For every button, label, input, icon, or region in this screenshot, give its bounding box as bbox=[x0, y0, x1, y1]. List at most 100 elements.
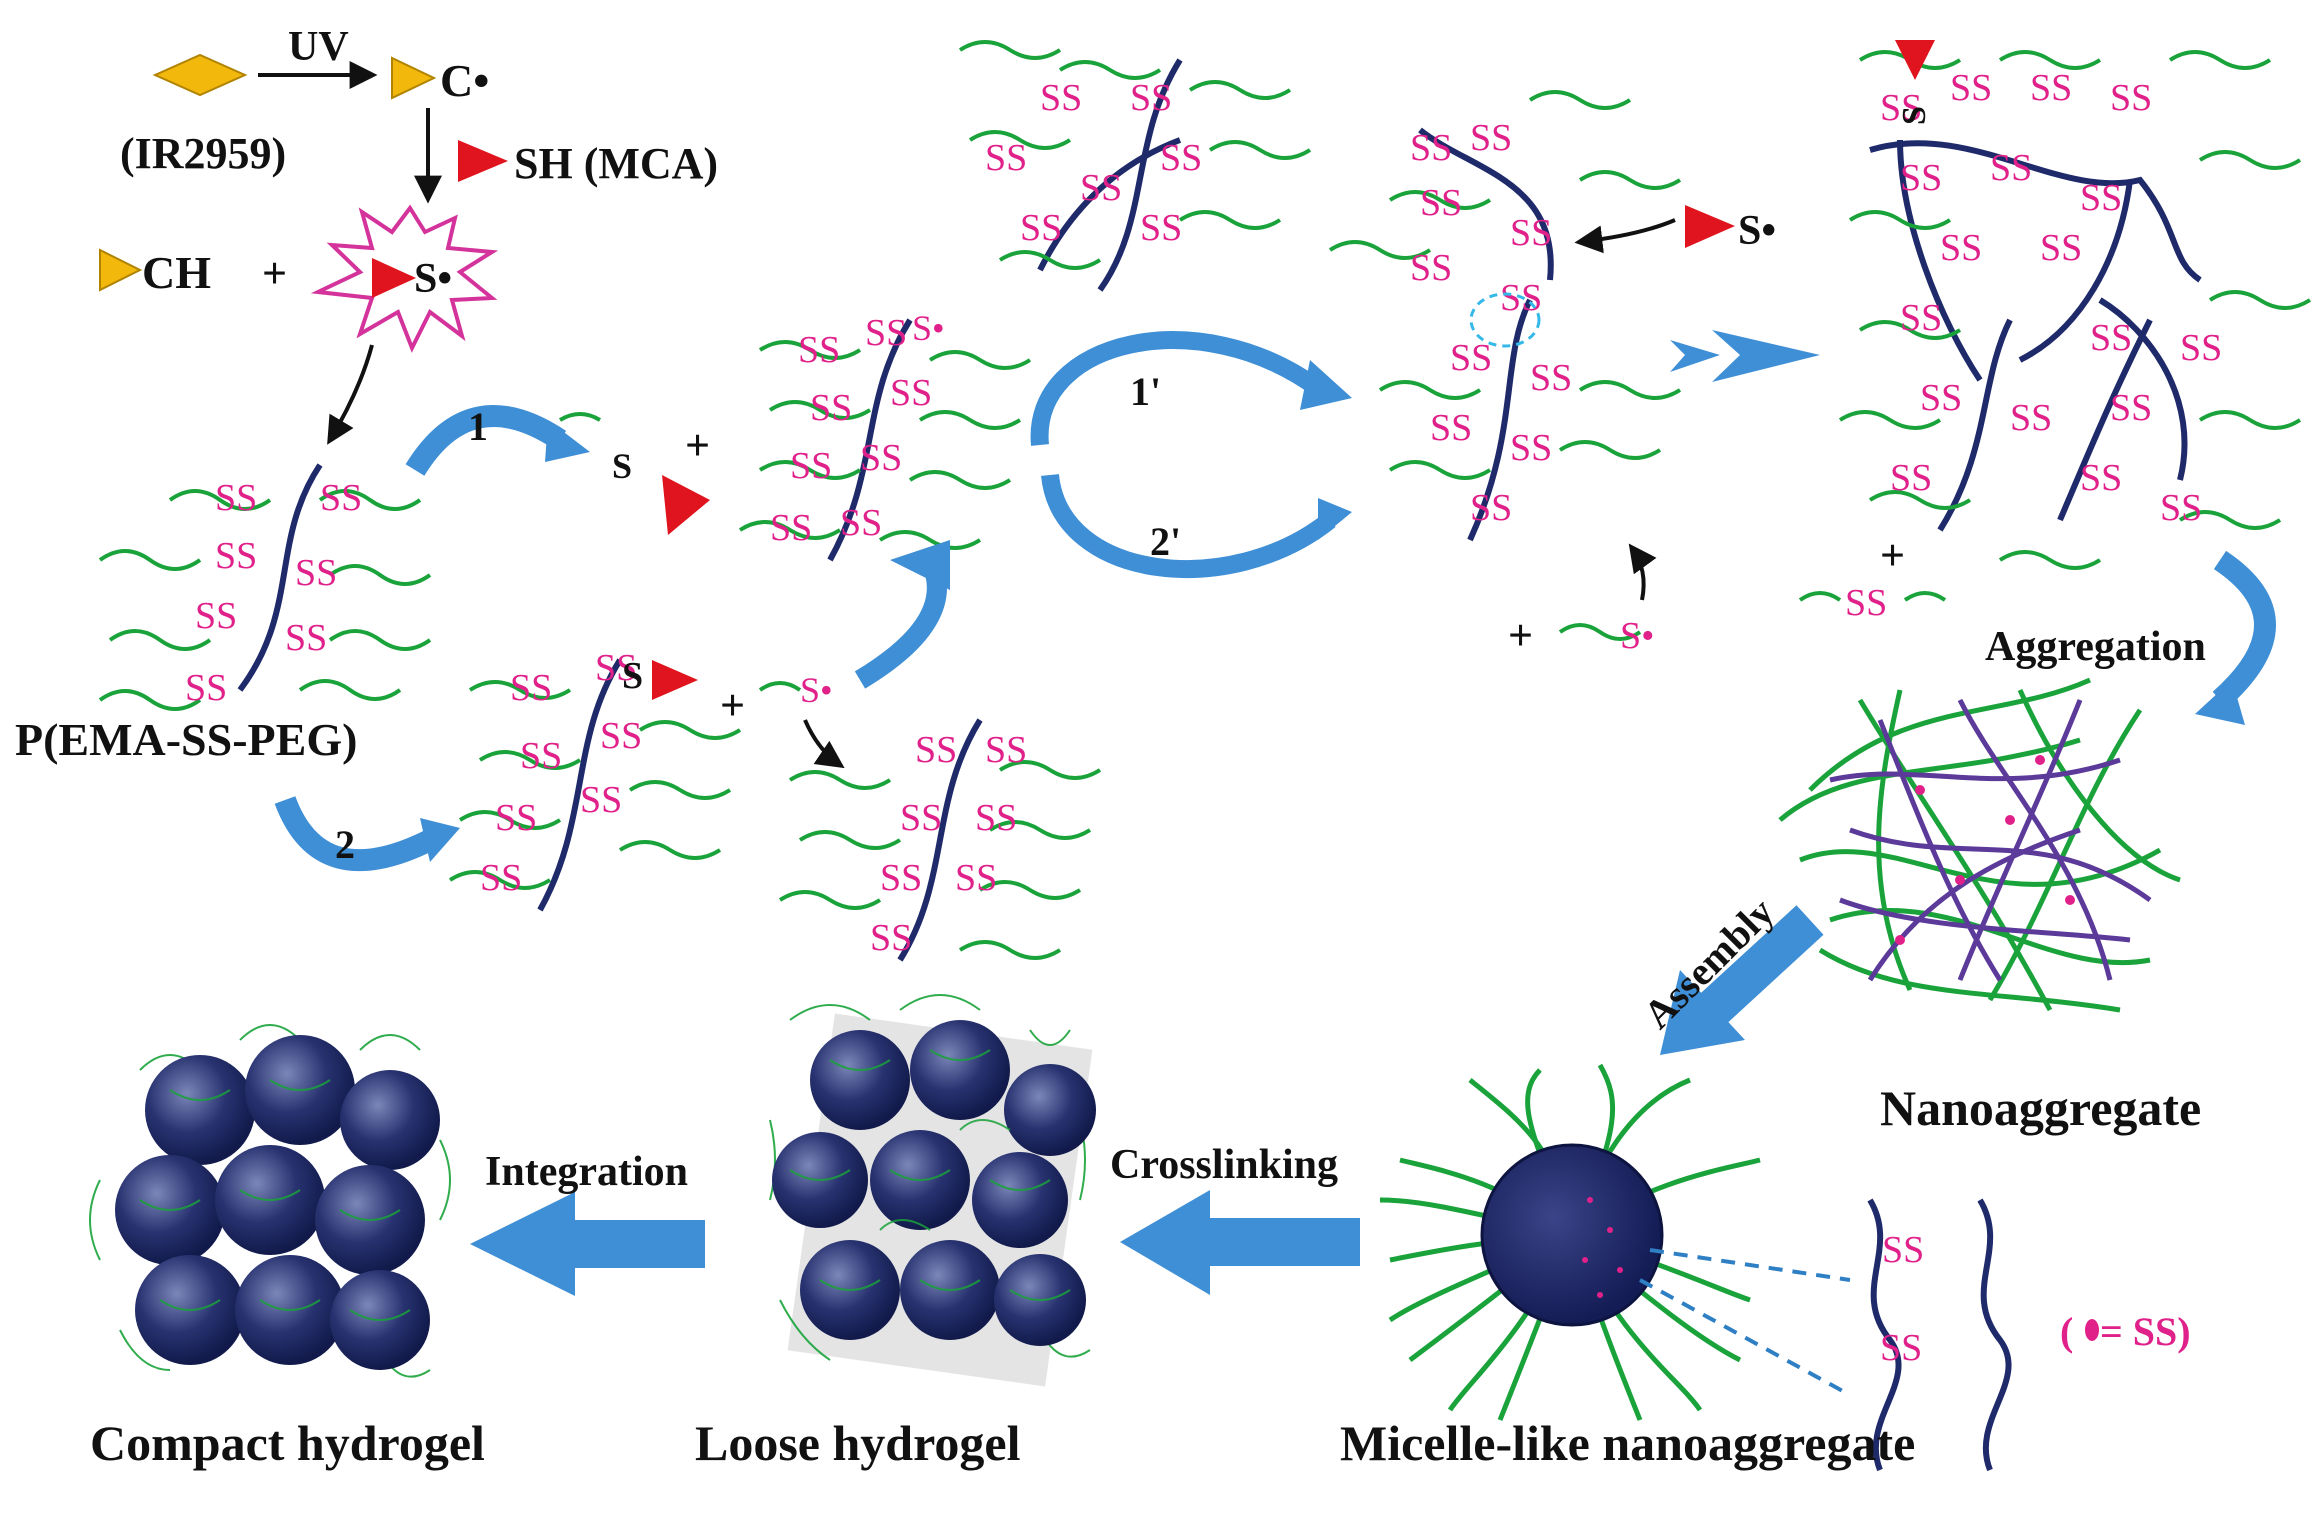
s-radical-label: S• bbox=[414, 256, 452, 302]
route-1-product: S + SS SS SS SS SS SS SS SS S• bbox=[558, 308, 1032, 562]
route-2-product: SS SS SS SS SS SS SS S + S• bbox=[448, 647, 845, 912]
polymer-network: SS SS SS SS SS SS SS SS SS SS SS SS SS S… bbox=[1798, 40, 2312, 624]
disulfide-label: SS bbox=[2110, 387, 2152, 429]
disulfide-label: SS bbox=[1410, 247, 1452, 289]
scheme-label: S• bbox=[1620, 615, 1654, 657]
uv-label: UV bbox=[288, 24, 349, 70]
route-1p-label: 1' bbox=[1130, 369, 1161, 414]
disulfide-label: SS bbox=[860, 437, 902, 479]
scheme-label: + bbox=[685, 421, 710, 470]
legend-equals: = SS) bbox=[2100, 1309, 2191, 1354]
disulfide-label: SS bbox=[520, 735, 562, 777]
disulfide-label: SS bbox=[1160, 137, 1202, 179]
route-2-arrow bbox=[274, 795, 435, 871]
peg-chains bbox=[98, 489, 432, 711]
crosslinking-label: Crosslinking bbox=[1110, 1142, 1338, 1188]
photoinitiator-icon bbox=[152, 53, 248, 97]
disulfide-label: SS bbox=[1040, 77, 1082, 119]
scheme-label: + bbox=[1508, 611, 1533, 660]
disulfide-label: SS bbox=[195, 595, 237, 637]
sulfur-label-2: S bbox=[622, 655, 643, 697]
disulfide-label: SS bbox=[985, 729, 1027, 771]
disulfide-label: SS bbox=[1510, 212, 1552, 254]
ch-label: CH bbox=[142, 247, 211, 298]
polymer-label: P(EMA-SS-PEG) bbox=[15, 714, 357, 765]
integration-label: Integration bbox=[485, 1149, 688, 1195]
disulfide-label: SS bbox=[2110, 77, 2152, 119]
disulfide-label: SS bbox=[770, 507, 812, 549]
disulfide-label: SS bbox=[900, 797, 942, 839]
disulfide-label: SS bbox=[1140, 207, 1182, 249]
disulfide-label: SS bbox=[2180, 327, 2222, 369]
nanoaggregate-graphic bbox=[1778, 677, 2181, 1013]
disulfide-label: SS bbox=[1470, 487, 1512, 529]
disulfide-label: SS bbox=[870, 917, 912, 959]
legend: ( = SS) bbox=[2060, 1309, 2191, 1354]
disulfide-label: SS bbox=[495, 797, 537, 839]
loose-hydrogel-graphic bbox=[769, 994, 1096, 1387]
disulfide-dot-icon bbox=[2085, 1319, 2099, 1341]
thyil-triangle-icon bbox=[372, 258, 416, 298]
disulfide-label: SS bbox=[1900, 157, 1942, 199]
cycle-1p-2p: 1' 2' bbox=[1030, 331, 1352, 578]
disulfide-label: SS bbox=[215, 477, 257, 519]
disulfide-label: SS bbox=[510, 667, 552, 709]
disulfide-label: SS bbox=[480, 857, 522, 899]
disulfide-label: SS bbox=[865, 312, 907, 354]
micelle-graphic bbox=[1379, 1063, 1851, 1421]
disulfide-label: SS bbox=[1430, 407, 1472, 449]
crosslinking-arrow bbox=[1120, 1190, 1360, 1295]
scheme-label: S bbox=[1896, 106, 1933, 125]
disulfide-label: SS bbox=[595, 647, 637, 689]
initiation-region: UV C• (IR2959) SH (MCA) CH + S• bbox=[99, 24, 718, 445]
disulfide-label: SS bbox=[185, 667, 227, 709]
disulfide-label: SS bbox=[1530, 357, 1572, 399]
disulfide-label: SS bbox=[1420, 182, 1462, 224]
disulfide-label: SS bbox=[2010, 397, 2052, 439]
disulfide-label: SS bbox=[1880, 87, 1922, 129]
disulfide-label: SS bbox=[295, 552, 337, 594]
loose-hydrogel-label: Loose hydrogel bbox=[695, 1415, 1021, 1471]
disulfide-label: SS bbox=[1130, 77, 1172, 119]
disulfide-label: SS bbox=[975, 797, 1017, 839]
integration-arrow bbox=[470, 1192, 705, 1296]
exchange-arrow bbox=[854, 555, 947, 689]
attacked-brush: SS SS SS SS SS SS SS bbox=[778, 718, 1102, 962]
disulfide-label: SS bbox=[1920, 377, 1962, 419]
polymer-brush: SS SS SS SS SS SS SS bbox=[98, 463, 432, 711]
disulfide-label: SS bbox=[798, 329, 840, 371]
scheme-label: S• bbox=[800, 670, 833, 710]
disulfide-label: SS bbox=[1880, 1327, 1922, 1369]
disulfide-label: SS bbox=[840, 502, 882, 544]
disulfide-zoom: SS SS bbox=[1867, 1198, 2012, 1472]
crosslinked-pair: SS SS SS SS SS SS SS SS SS SS SS S• + S• bbox=[1328, 90, 1776, 660]
sulfur-label: S bbox=[612, 446, 632, 486]
thiol-label: SH (MCA) bbox=[514, 139, 718, 188]
disulfide-label: SS bbox=[1510, 427, 1552, 469]
disulfide-label: SS bbox=[1900, 297, 1942, 339]
disulfide-label: SS bbox=[1470, 117, 1512, 159]
disulfide-label: SS bbox=[1950, 67, 1992, 109]
disulfide-label: SS bbox=[915, 729, 957, 771]
scheme-label: S• bbox=[1738, 208, 1776, 254]
route-1-label: 1 bbox=[468, 404, 488, 449]
route-2p-label: 2' bbox=[1150, 519, 1181, 564]
aggregation-label: Aggregation bbox=[1985, 624, 2206, 670]
disulfide-label: SS bbox=[2030, 67, 2072, 109]
initiator-label: (IR2959) bbox=[120, 129, 286, 178]
disulfide-label: SS bbox=[2090, 317, 2132, 359]
disulfide-label: SS bbox=[2040, 227, 2082, 269]
route-1-arrow bbox=[405, 405, 567, 476]
disulfide-label: SS bbox=[1940, 227, 1982, 269]
scheme-label: + bbox=[1880, 531, 1905, 580]
compact-hydrogel-label: Compact hydrogel bbox=[90, 1415, 485, 1471]
legend-open: ( bbox=[2060, 1309, 2073, 1354]
disulfide-label: SS bbox=[2160, 487, 2202, 529]
disulfide-label: SS bbox=[1990, 147, 2032, 189]
micelle-label: Micelle-like nanoaggregate bbox=[1340, 1415, 1915, 1471]
aggregation-arrow bbox=[2212, 550, 2276, 709]
disulfide-label: SS bbox=[1882, 1229, 1924, 1271]
disulfide-label: SS bbox=[285, 617, 327, 659]
photoinitiator-fragment-icon bbox=[391, 56, 437, 100]
